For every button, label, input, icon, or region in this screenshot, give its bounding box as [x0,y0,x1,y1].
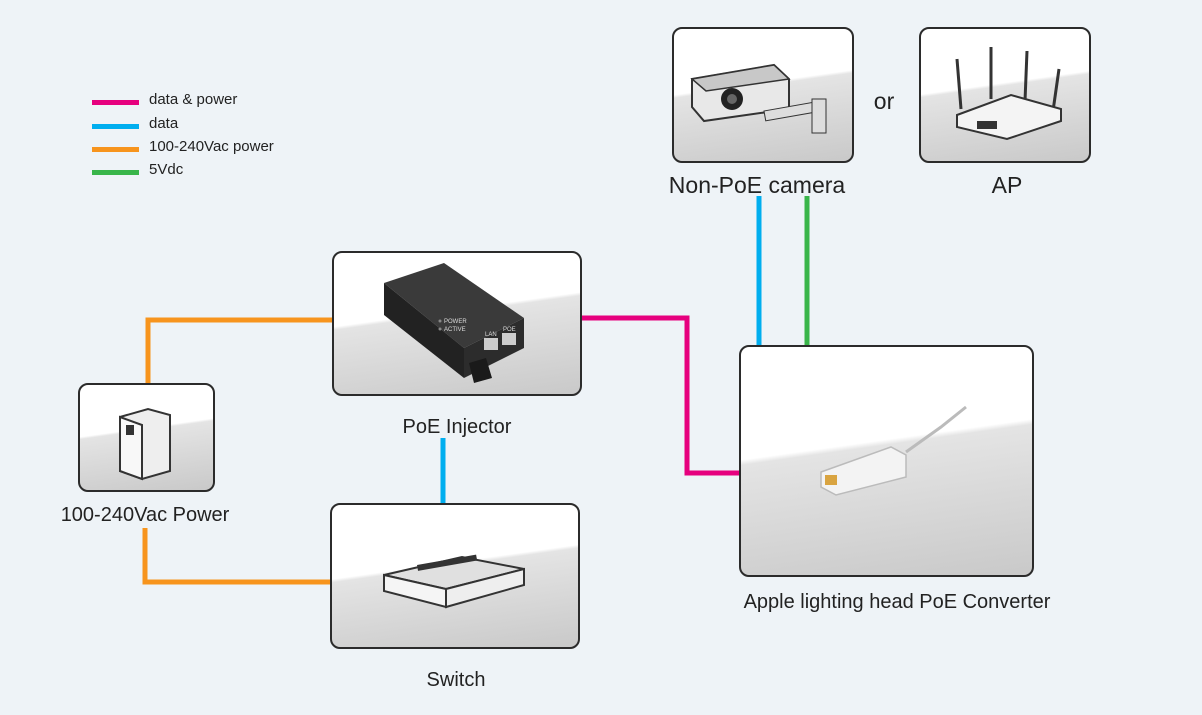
or-text: or [873,88,895,114]
converter-box [739,345,1034,577]
active-led-icon [438,327,442,331]
power-supply-icon [119,407,171,481]
led-label-active: ACTIVE [444,327,466,333]
led-label-power: POWER [444,319,467,325]
wireless-access-point-icon [955,47,1062,141]
camera-label: Non-PoE camera [668,172,846,198]
power-box [78,383,215,492]
poe-converter-icon [820,405,967,496]
port-label-lan: LAN [485,332,497,338]
injector-label: PoE Injector [402,416,512,438]
wire-injector-converter [582,315,740,476]
cctv-camera-icon [690,63,827,134]
poe-injector-icon: LAN POE POWER ACTIVE [384,263,524,383]
ap-label: AP [991,172,1023,198]
power-label: 100-240Vac Power [60,504,230,526]
ap-box [919,27,1091,163]
switch-box [330,503,580,649]
camera-box [672,27,854,163]
wire-power-injector [145,317,333,383]
wire-power-switch [142,528,331,585]
power-led-icon [438,319,442,323]
network-switch-icon [383,554,525,609]
port-label-poe: POE [503,327,516,333]
converter-label: Apple lighting head PoE Converter [743,591,1051,613]
switch-label: Switch [426,669,486,691]
injector-box: LAN POE POWER ACTIVE [332,251,582,396]
